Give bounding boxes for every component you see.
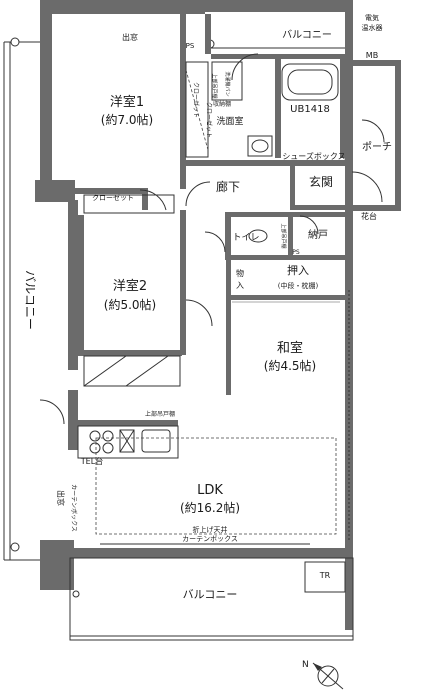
- shoes-box-label: シューズボックス: [282, 151, 345, 161]
- ub-label: UB1418: [290, 104, 330, 115]
- storage-shelf-label: 収納棚: [213, 100, 231, 108]
- balcony-bottom-label: バルコニー: [183, 588, 238, 601]
- room2-size-label: (約5.0帖): [104, 297, 156, 312]
- closet-b-label: クローゼット: [205, 102, 213, 138]
- bottom-balcony: [69, 557, 354, 641]
- closet-a-label: クローゼット: [192, 82, 200, 118]
- tel-label: TEL台: [80, 456, 103, 466]
- kitchen-upper-label: 上部吊戸棚: [145, 410, 175, 418]
- corridor-label: 廊下: [216, 179, 240, 194]
- ceiling-label: 折上げ天井: [193, 525, 228, 534]
- toilet-label: トイレ: [232, 233, 259, 243]
- washitsu-size-label: (約4.5帖): [264, 358, 316, 373]
- oshiire-sub-label: (中段・枕棚): [278, 281, 319, 290]
- room2-closet-lower: [83, 355, 181, 387]
- labels: 出窓 PS バルコニー 電気 温水器 MB ポーチ 洋室1 (約7.0帖) 洗面…: [23, 13, 392, 601]
- closet-room2: [83, 194, 175, 214]
- ps-top-label: PS: [186, 42, 195, 50]
- curtain-box-left-label: カーテンボックス: [70, 484, 78, 532]
- room1-label: 洋室1: [110, 94, 144, 110]
- bay-window-top-label: 出窓: [122, 32, 138, 42]
- north-compass-icon: N: [302, 660, 344, 690]
- room2-label: 洋室2: [113, 278, 147, 294]
- balcony-left-label: バルコニー: [23, 270, 37, 330]
- porch-label: ポーチ: [362, 141, 392, 153]
- storage-label-1: 物: [236, 268, 244, 278]
- washer-pan-label: 洗濯機パン: [224, 71, 231, 96]
- balcony-top-label: バルコニー: [282, 29, 332, 41]
- oshiire-label: 押入: [287, 263, 309, 277]
- interior-walls: [52, 14, 401, 426]
- door-swings: [39, 53, 385, 425]
- ps-small-label: PS: [292, 249, 300, 256]
- toilet-fixture: [248, 229, 268, 243]
- upper-shelf-b-label: 上部吊戸棚: [280, 223, 287, 248]
- left-balcony-rail: [3, 37, 40, 561]
- closet-room1: [185, 61, 243, 158]
- upper-shelf-a-label: 上部吊戸棚: [211, 73, 218, 98]
- curtain-box-bottom-label: カーテンボックス: [182, 535, 238, 543]
- washbasin: [247, 135, 273, 157]
- closet-hall-label: クローゼット: [92, 193, 134, 202]
- bathtub: [281, 63, 339, 101]
- mb-label: MB: [366, 51, 378, 60]
- washitsu-label: 和室: [277, 340, 303, 356]
- ldk-raised-ceiling: [95, 437, 337, 535]
- tr-label: TR: [319, 571, 331, 580]
- room1-size-label: (約7.0帖): [101, 112, 153, 127]
- bay-window-left-label: 出窓: [56, 490, 66, 506]
- storage-label-2: 入: [236, 281, 244, 290]
- genkan-label: 玄関: [309, 174, 333, 189]
- washroom-label: 洗面室: [216, 115, 243, 127]
- north-label: N: [302, 660, 309, 670]
- water-heater-label-1: 電気: [365, 13, 379, 22]
- kitchen-counter: [77, 425, 179, 459]
- water-heater-label-2: 温水器: [362, 23, 383, 32]
- hana-dai-label: 花台: [361, 211, 377, 221]
- ldk-size-label: (約16.2帖): [180, 500, 240, 515]
- ldk-label: LDK: [197, 483, 223, 498]
- top-balcony: [205, 39, 345, 49]
- nando-label: 納戸: [308, 228, 328, 241]
